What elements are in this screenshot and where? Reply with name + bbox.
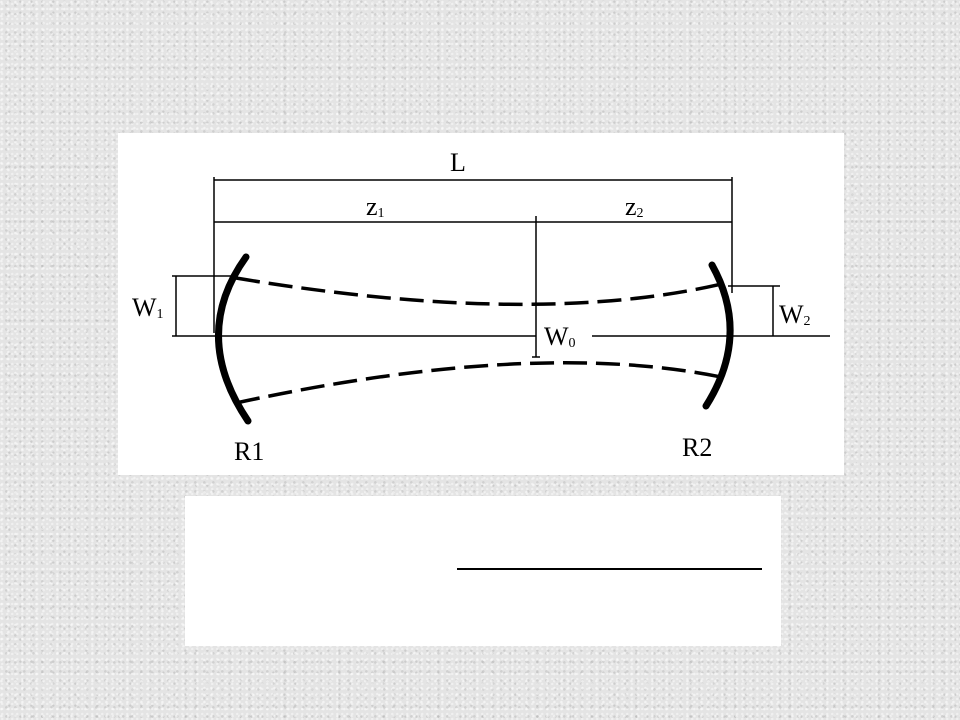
mirror-r2-label: R2 — [682, 433, 712, 462]
w2-label: W2 — [779, 300, 811, 329]
beam-envelope-top — [235, 276, 727, 307]
beam-envelope-bottom — [235, 361, 727, 405]
w1-label: W1 — [132, 293, 164, 322]
caption-panel — [185, 496, 781, 646]
w0-label: W0 — [544, 322, 576, 351]
resonator-diagram: L z1 z2 W1 W2 W0 R1 R2 — [132, 148, 830, 466]
mirror-r2 — [702, 261, 734, 410]
length-label: L — [450, 148, 466, 177]
z2-label: z2 — [625, 192, 644, 221]
z1-label: z1 — [366, 192, 385, 221]
answer-blank-line — [457, 568, 762, 570]
mirror-r1-label: R1 — [234, 437, 264, 466]
resonator-diagram-panel: L z1 z2 W1 W2 W0 R1 R2 — [118, 133, 844, 475]
mirror-r1 — [215, 253, 252, 425]
